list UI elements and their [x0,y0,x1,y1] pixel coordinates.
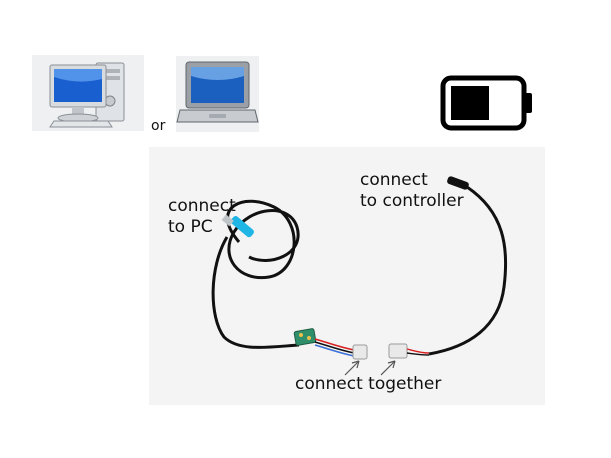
connect-to-controller-label: connect to controller [360,170,464,212]
connect-to-pc-line2: to PC [168,217,213,237]
connect-to-controller-line1: connect [360,170,428,190]
pcb-adapter [293,328,317,346]
connect-together-label: connect together [295,374,442,394]
connect-to-pc-label: connect to PC [168,196,236,238]
controller-plug [447,176,469,190]
connect-to-pc-line1: connect [168,196,236,216]
battery-icon [440,75,535,131]
usb-connector [221,214,254,238]
cable-photo [149,147,545,405]
right-white-connector [388,343,408,359]
desktop-computer-icon [32,55,144,131]
or-label: or [151,118,166,134]
left-white-connector [352,344,368,360]
laptop-icon [176,56,259,132]
connect-to-controller-line2: to controller [360,191,464,211]
